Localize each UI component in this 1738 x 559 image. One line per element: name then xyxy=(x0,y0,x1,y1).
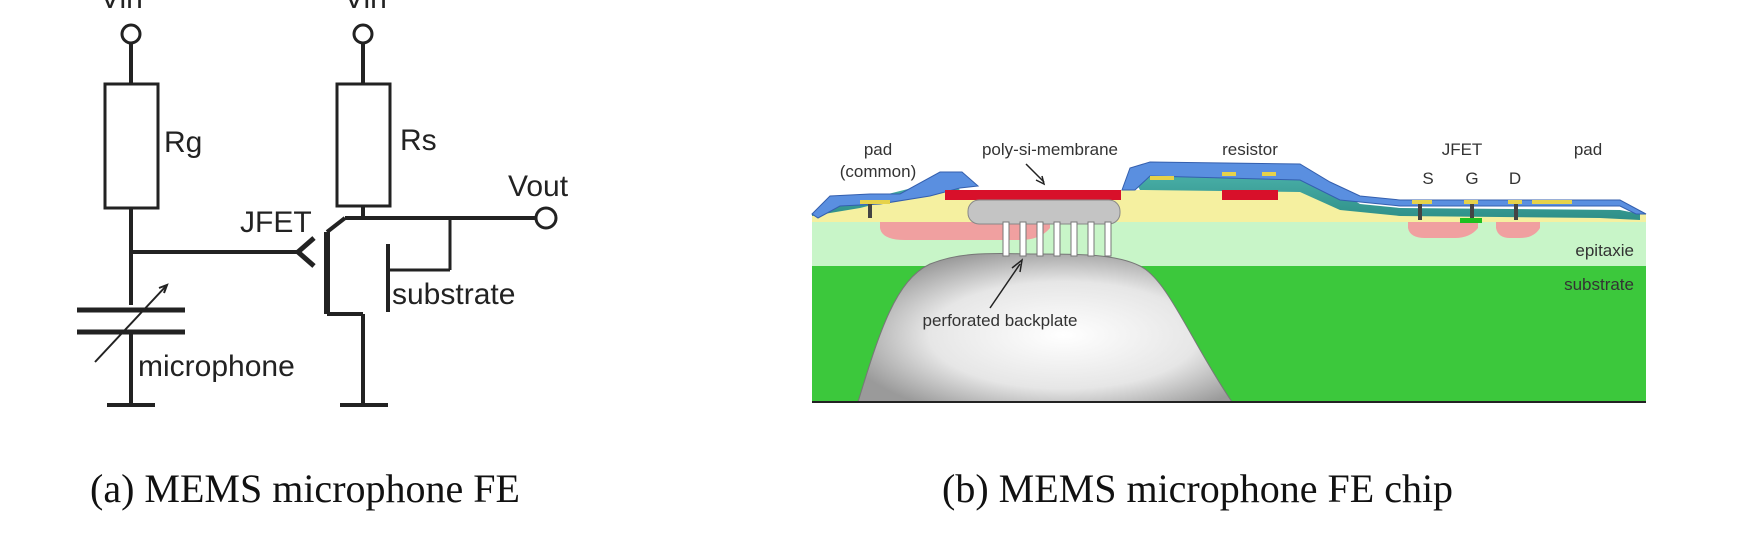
epitaxie-label: epitaxie xyxy=(1575,241,1634,260)
substrate-chip-label: substrate xyxy=(1564,275,1634,294)
caption-a: (a) MEMS microphone FE xyxy=(90,466,520,511)
backplate-holes xyxy=(1002,221,1112,257)
gate-label: G xyxy=(1465,169,1478,188)
resistor-element xyxy=(1222,190,1278,200)
vin-right-terminal xyxy=(352,23,374,45)
backplate-label: perforated backplate xyxy=(923,311,1078,330)
rg-resistor xyxy=(103,82,160,210)
mic-variable-arrow xyxy=(94,284,168,363)
jfet-gate-region xyxy=(1460,218,1482,223)
vin-left-terminal xyxy=(120,23,142,45)
source-label: S xyxy=(1422,169,1433,188)
caption-b: (b) MEMS microphone FE chip xyxy=(942,466,1453,511)
substrate-label: substrate xyxy=(392,278,515,311)
pad-left-label-1: pad xyxy=(864,140,892,159)
pad-right-label: pad xyxy=(1574,140,1602,159)
vout-label: Vout xyxy=(508,170,569,203)
jfet-label: JFET xyxy=(240,206,312,239)
vin-left-label: Vin xyxy=(100,0,143,15)
resistor-label: resistor xyxy=(1222,140,1278,159)
microphone-label: microphone xyxy=(138,350,295,383)
drain-label: D xyxy=(1509,169,1521,188)
membrane-pointer xyxy=(1025,163,1045,183)
vout-terminal xyxy=(534,206,558,230)
backplate-pointer xyxy=(989,263,1021,309)
membrane-label: poly-si-membrane xyxy=(982,140,1118,159)
pad-left-label-2: (common) xyxy=(840,162,917,181)
metal-left-pad xyxy=(811,171,980,219)
rs-label: Rs xyxy=(400,124,437,157)
air-gap xyxy=(967,199,1121,225)
chip-cross-section: pad (common) poly-si-membrane resistor J… xyxy=(811,140,1647,403)
circuit-schematic: Vin Vin Rg JFET microphone Rs xyxy=(77,0,569,407)
jfet-gate-arrow xyxy=(294,236,316,268)
vin-right-label: Vin xyxy=(344,0,387,15)
rs-resistor xyxy=(335,82,392,208)
rg-label: Rg xyxy=(164,126,202,159)
poly-si-membrane xyxy=(945,190,1121,200)
jfet-chip-label: JFET xyxy=(1442,140,1483,159)
